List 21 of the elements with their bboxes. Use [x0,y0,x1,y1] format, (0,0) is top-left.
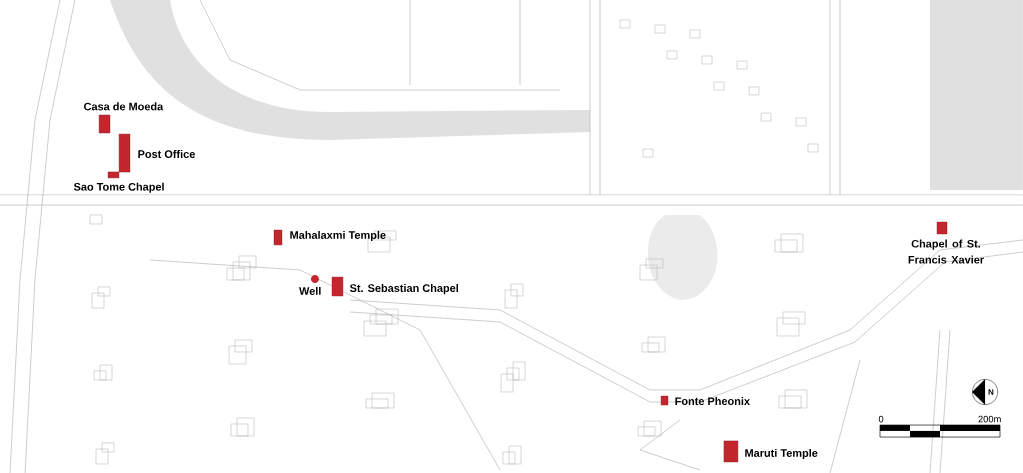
building-marker [98,114,111,134]
place-label: Chapel of St. Francis Xavier [908,239,984,264]
place-label: Maruti Temple [745,448,818,460]
well-marker [310,274,319,283]
place-label: Well [299,286,321,295]
place-label: Post Office [138,149,195,158]
scale-label: 0 [878,415,884,423]
place-label: St. Sebastian Chapel [349,283,458,295]
place-label: Mahalaxmi Temple [290,230,386,242]
place-label: Fonte Pheonix [675,397,750,406]
north-label: N [988,389,994,395]
place-label: Casa de Moeda [84,102,164,111]
building-marker [107,171,120,179]
building-marker [936,221,948,235]
building-marker [660,395,669,406]
building-marker [723,440,739,463]
building-marker [118,133,131,173]
scale-label: 200m [978,415,1001,423]
building-marker [331,276,344,297]
building-marker [273,229,283,246]
place-label: Sao Tome Chapel [73,182,164,193]
